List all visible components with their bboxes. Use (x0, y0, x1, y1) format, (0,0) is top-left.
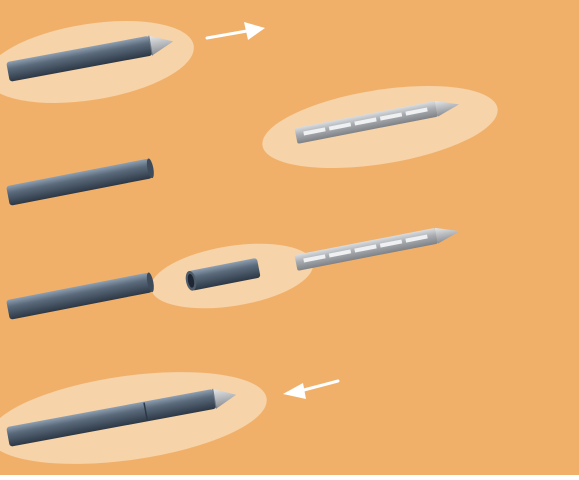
biopsy-needle-diagram (0, 0, 579, 475)
diagram-canvas (0, 0, 579, 475)
